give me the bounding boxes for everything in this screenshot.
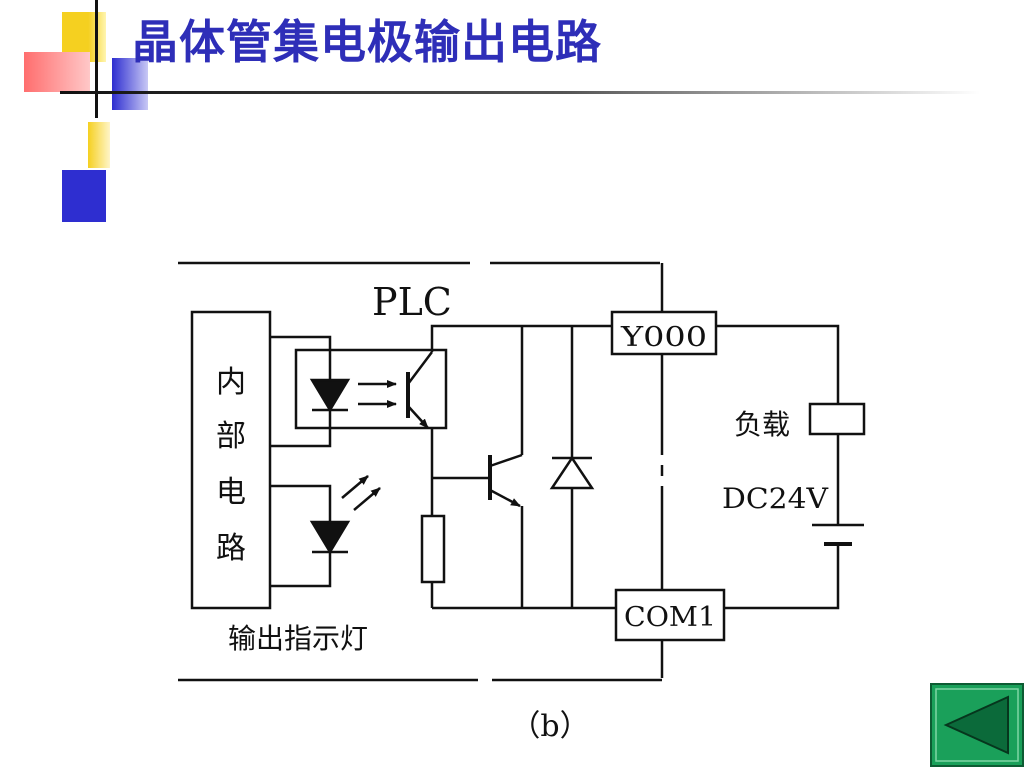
- deco-blue-square: [112, 58, 148, 110]
- plc-boundary: [178, 261, 664, 682]
- load-label: 负载: [734, 408, 790, 441]
- triangle-left-icon: [930, 683, 1024, 767]
- resistor: [420, 514, 446, 584]
- internal-circuit-char: 部: [216, 419, 246, 454]
- y000-label: Y000: [620, 322, 707, 353]
- internal-circuit-char: 内: [216, 365, 246, 400]
- deco-blue-small: [62, 170, 106, 222]
- supply-label: DC24V: [722, 482, 829, 515]
- top-rail: [430, 324, 612, 352]
- deco-yellow-small: [88, 122, 110, 168]
- figure-caption: （b）: [510, 709, 589, 744]
- title-underline: [60, 91, 980, 94]
- plc-label: PLC: [372, 280, 452, 324]
- internal-circuit-char: 电: [216, 475, 246, 510]
- indicator-led: [270, 475, 381, 588]
- load-wire-bottom: [724, 544, 840, 610]
- load-box: [808, 402, 866, 436]
- slide-title: 晶体管集电极输出电路: [132, 15, 602, 69]
- internal-circuit-char: 路: [216, 531, 246, 566]
- deco-red-square: [24, 52, 90, 92]
- com1-terminal: [614, 588, 726, 642]
- load-wire-top: [716, 324, 840, 404]
- deco-vertical-line: [95, 0, 98, 118]
- indicator-label: 输出指示灯: [228, 622, 368, 655]
- com1-label: COM1: [624, 602, 716, 633]
- output-transistor: [488, 453, 524, 608]
- y000-terminal: [610, 310, 718, 356]
- optocoupler: [270, 335, 448, 448]
- back-button[interactable]: [930, 683, 1024, 767]
- internal-circuit-box: [190, 310, 272, 610]
- protection-diode: [549, 455, 595, 608]
